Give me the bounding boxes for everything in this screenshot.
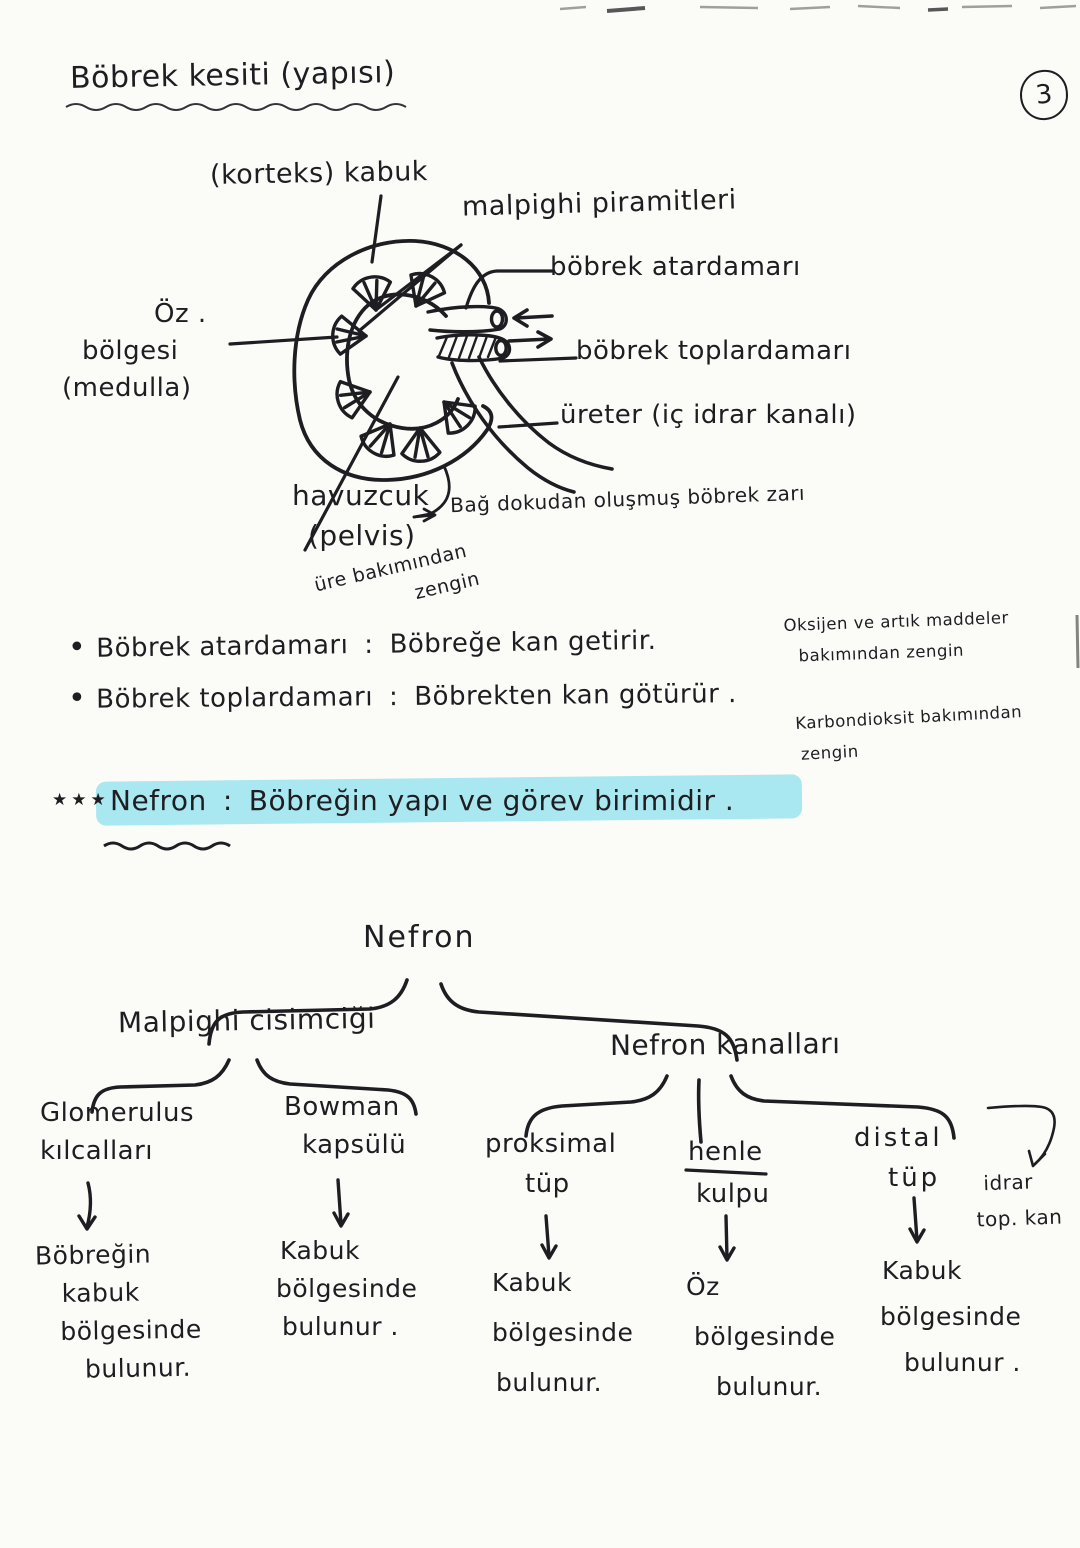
node-bowman-line2: kapsülü bbox=[302, 1130, 407, 1160]
bullet-marker: • bbox=[67, 680, 87, 716]
artery-arrow-icon bbox=[512, 308, 554, 328]
node-distal-line1: distal bbox=[854, 1123, 943, 1153]
kidney-outline bbox=[292, 239, 494, 482]
nefron-colon: : bbox=[222, 784, 233, 817]
page-number: 3 bbox=[1034, 79, 1054, 111]
loc-line: bulunur . bbox=[282, 1312, 399, 1341]
bullet-artery: • Böbrek atardamarı: Böbreğe kan getirir. bbox=[68, 622, 657, 665]
loc-line: kabuk bbox=[61, 1277, 140, 1308]
bullet-artery-note: Oksijen ve artık maddeler bakımından zen… bbox=[783, 602, 1010, 672]
node-distal-line2: tüp bbox=[888, 1163, 941, 1193]
loc-line: bölgesinde bbox=[880, 1302, 1022, 1331]
collecting-duct-note: idrar top. kan bbox=[975, 1163, 1063, 1238]
bullet-vein-definition: Böbrekten kan götürür . bbox=[414, 679, 738, 712]
bullet-marker: • bbox=[67, 629, 87, 666]
loc-line: bulunur. bbox=[84, 1352, 192, 1384]
loc-line: bulunur. bbox=[716, 1372, 823, 1401]
loc-line: bölgesinde bbox=[60, 1314, 203, 1347]
bullet-vein-term: Böbrek toplardamarı bbox=[96, 682, 374, 715]
node-henle: henle kulpu bbox=[688, 1134, 769, 1212]
bullet-artery-definition: Böbreğe kan getirir. bbox=[389, 625, 657, 660]
renal-artery-label: böbrek atardamarı bbox=[550, 252, 801, 282]
collecting-duct-note-line1: idrar bbox=[982, 1169, 1034, 1196]
loc-glomerulus: Böbreğin kabuk bölgesinde bulunur. bbox=[35, 1235, 203, 1390]
node-glomerulus: Glomerulus kılcalları bbox=[40, 1094, 194, 1170]
bullet-vein: • Böbrek toplardamarı: Böbrekten kan götür… bbox=[68, 675, 737, 716]
cortex-label: (korteks) kabuk bbox=[209, 156, 429, 191]
tree-root-nefron: Nefron bbox=[363, 920, 476, 955]
medulla-label-line2: bölgesi bbox=[82, 336, 179, 366]
loc-line: Kabuk bbox=[882, 1256, 962, 1285]
stars-marker: ★★★ bbox=[52, 790, 110, 810]
renal-vein-label: böbrek toplardamarı bbox=[576, 336, 852, 366]
renal-vein-shape bbox=[435, 333, 512, 363]
loc-line: bulunur . bbox=[904, 1348, 1021, 1377]
loc-proksimal: Kabuk bölgesinde bulunur. bbox=[490, 1258, 633, 1408]
nefron-definition: Böbreğin yapı ve görev birimidir . bbox=[248, 784, 735, 817]
node-proksimal-line2: tüp bbox=[525, 1169, 570, 1199]
node-glomerulus-line2: kılcalları bbox=[40, 1136, 154, 1166]
node-henle-line2: kulpu bbox=[696, 1179, 770, 1209]
pyramid-icons bbox=[330, 266, 483, 464]
loc-distal: Kabuk bölgesinde bulunur . bbox=[876, 1248, 1021, 1386]
pelvis-label: havuzcuk (pelvis) bbox=[292, 476, 429, 556]
loc-henle: Öz bölgesinde bulunur. bbox=[684, 1262, 835, 1412]
pelvis-label-line1: havuzcuk bbox=[292, 479, 430, 512]
node-distal: distal tüp bbox=[854, 1118, 943, 1198]
collecting-duct-note-line2: top. kan bbox=[976, 1204, 1063, 1232]
loc-line: bulunur. bbox=[496, 1368, 603, 1397]
tree-branch-malpighi: Malpighi cisimciği bbox=[117, 1001, 376, 1040]
page-number-badge: 3 bbox=[1017, 67, 1071, 123]
node-glomerulus-line1: Glomerulus bbox=[40, 1098, 195, 1128]
pelvis-label-line2: (pelvis) bbox=[308, 519, 416, 552]
bullet-artery-colon: : bbox=[364, 629, 374, 660]
nefron-definition-line: Nefron: Böbreğin yapı ve görev birimidir … bbox=[110, 784, 734, 817]
loc-line: Öz bbox=[686, 1272, 720, 1301]
loc-line: Kabuk bbox=[280, 1236, 360, 1265]
nefron-term: Nefron bbox=[110, 784, 207, 817]
node-proksimal-line1: proksimal bbox=[485, 1129, 617, 1159]
loc-line: Kabuk bbox=[492, 1268, 572, 1297]
node-bowman: Bowman kapsülü bbox=[284, 1088, 406, 1164]
title-underline bbox=[65, 102, 407, 112]
bullet-artery-term: Böbrek atardamarı bbox=[96, 630, 349, 664]
bullet-vein-note: Karbondioksit bakımından zengin bbox=[795, 696, 1025, 770]
loc-line: Böbreğin bbox=[34, 1239, 152, 1271]
node-bowman-line1: Bowman bbox=[284, 1092, 400, 1122]
loc-line: bölgesinde bbox=[694, 1322, 836, 1351]
medulla-label: Öz . bölgesi (medulla) bbox=[62, 296, 207, 407]
medulla-label-line3: (medulla) bbox=[62, 373, 192, 403]
loc-bowman: Kabuk bölgesinde bulunur . bbox=[276, 1232, 417, 1346]
node-henle-line1: henle bbox=[688, 1137, 763, 1167]
vein-arrow-icon bbox=[507, 330, 553, 349]
tree-branch-nefron-kanallari: Nefron kanalları bbox=[609, 1026, 841, 1063]
collecting-duct-arrow-icon bbox=[986, 1104, 1056, 1168]
medulla-label-line1: Öz . bbox=[154, 299, 207, 329]
bullet-artery-note-line2: bakımından zengin bbox=[798, 640, 965, 666]
node-proksimal: proksimal tüp bbox=[485, 1124, 616, 1204]
bullet-vein-colon: : bbox=[388, 682, 399, 713]
renal-artery-shape bbox=[426, 304, 508, 334]
capsule-note: Bağ dokudan oluşmuş böbrek zarı bbox=[449, 480, 806, 518]
malpighi-label: malpighi piramitleri bbox=[461, 184, 738, 223]
loc-line: bölgesinde bbox=[276, 1274, 418, 1303]
page-title: Böbrek kesiti (yapısı) bbox=[69, 55, 396, 96]
ureter-label: üreter (iç idrar kanalı) bbox=[560, 400, 857, 430]
nefron-underline bbox=[103, 841, 231, 851]
loc-line: bölgesinde bbox=[492, 1318, 634, 1347]
